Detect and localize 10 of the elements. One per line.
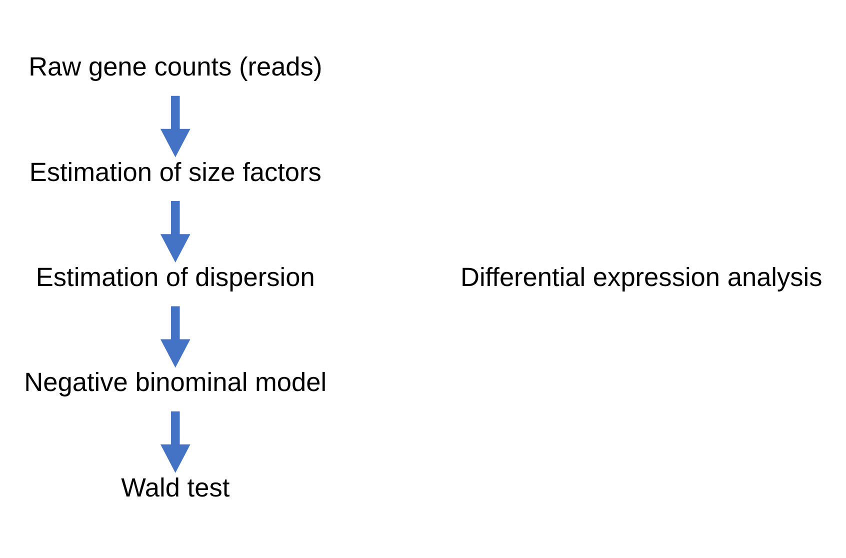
label: Differential expression analysis <box>460 261 822 292</box>
node-text: Estimation of dispersion <box>36 261 315 292</box>
node-text: Wald test <box>121 472 230 502</box>
node-text: Raw gene counts (reads) <box>28 51 322 82</box>
node-text: Estimation of size factors <box>29 156 322 186</box>
node-text: Negative binominal model <box>24 366 327 397</box>
arrow <box>160 306 190 368</box>
arrow <box>160 95 190 157</box>
arrow <box>160 410 190 472</box>
arrow <box>160 200 190 262</box>
